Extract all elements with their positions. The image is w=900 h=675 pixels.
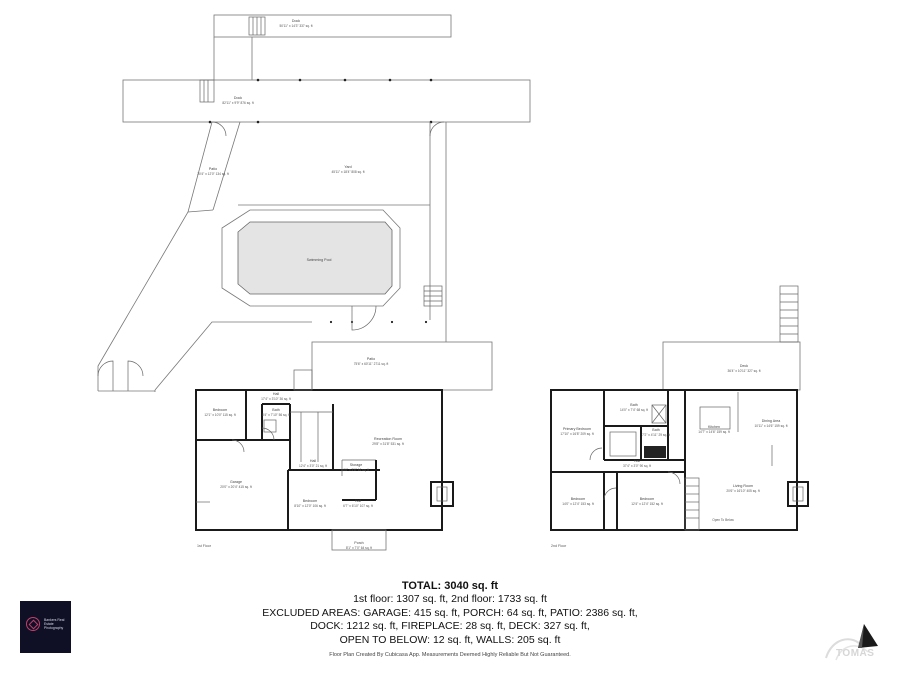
garage-name: Garage [230, 480, 242, 484]
kitchen-dims: 14'7" x 14'6" 159 sq. ft [698, 430, 730, 434]
bedroom2-name: Bedroom [303, 499, 318, 503]
rec-room-name: Recreation Room [374, 437, 402, 441]
total-area: TOTAL: 3040 sq. ft [401, 580, 499, 592]
second-floor-tag: 2nd Floor [551, 544, 567, 548]
bedroom3-name: Bedroom [571, 497, 586, 501]
dock-top: Dock 50'11" x 14'3" 337 sq. ft [213, 14, 452, 80]
storage-dims: 4'6" x 3'6" 16 sq. ft [343, 468, 369, 472]
deck-name: Deck [740, 364, 748, 368]
open-below-name: Open To Below [712, 518, 734, 522]
patio-main-name: Patio [367, 357, 375, 361]
credit-note: Floor Plan Created By Cubicasa App. Meas… [329, 652, 571, 658]
bedroom3-dims: 14'0" x 12'4" 153 sq. ft [562, 502, 594, 506]
excluded-areas-line3: OPEN TO BELOW: 12 sq. ft, WALLS: 205 sq.… [339, 633, 561, 646]
living-dims: 20'6" x 16'10" 405 sq. ft [726, 489, 759, 493]
porch-name: Porch [354, 541, 363, 545]
dining-name: Dining Area [762, 419, 781, 423]
yard-name: Yard [344, 165, 351, 169]
floor-areas: 1st floor: 1307 sq. ft, 2nd floor: 1733 … [353, 593, 547, 605]
dock-main-dims: 82'11" x 9'9" 876 sq. ft [222, 101, 253, 105]
porch-dims: 8'1" x 7'0" 64 sq. ft [346, 546, 372, 550]
swimming-pool: Swimming Pool [221, 209, 401, 331]
bath2-name: Bath [630, 403, 637, 407]
yard-dims: 45'11" x 18'4" 808 sq. ft [331, 170, 364, 174]
bedroom4-dims: 12'4" x 12'4" 152 sq. ft [631, 502, 663, 506]
primary-bedroom-dims: 17'10" x 16'8" 209 sq. ft [560, 432, 593, 436]
hall1-name: Hall [273, 392, 279, 396]
living-name: Living Room [733, 484, 753, 488]
hall3-dims: 6'7" x 6'10" 107 sq. ft [343, 504, 373, 508]
watermark-text: TOMAS [836, 648, 875, 659]
hall2-name: Hall [310, 459, 316, 463]
patio-left-name: Patio [209, 167, 217, 171]
bath1-dims: 8'4" x 7'10" 56 sq. ft [262, 413, 290, 417]
dock-top-name: Dock [292, 19, 300, 23]
rec-room-dims: 29'8" x 31'8" 531 sq. ft [372, 442, 404, 446]
watermark: TOMAS [818, 618, 890, 666]
bath3-name: Bath [652, 428, 659, 432]
second-floor: Deck 36'4" x 10'11" 327 sq. ft Bath 14'0… [550, 285, 809, 548]
patio-left-dims: 20'4" x 12'0" 134 sq. ft [197, 172, 229, 176]
hall2-dims: 12'4" x 3'0" 21 sq. ft [299, 464, 327, 468]
pool-name: Swimming Pool [307, 258, 332, 262]
bath1-name: Bath [272, 408, 279, 412]
dock-top-dims: 50'11" x 14'3" 337 sq. ft [279, 24, 312, 28]
garage-dims: 20'0" x 20'4" 415 sq. ft [220, 485, 252, 489]
logo-mark-icon [26, 617, 40, 631]
hall4-dims: 37'4" x 3'0" 90 sq. ft [623, 464, 651, 468]
deck-dims: 36'4" x 10'11" 327 sq. ft [727, 369, 760, 373]
bedroom2-dims: 8'10" x 12'0" 106 sq. ft [294, 504, 326, 508]
compass-icon [825, 624, 878, 661]
bedroom1-name: Bedroom [213, 408, 228, 412]
area-summary: TOTAL: 3040 sq. ft 1st floor: 1307 sq. f… [0, 579, 900, 647]
hall1-dims: 17'4" x 3'10" 36 sq. ft [261, 397, 291, 401]
hall3-name: Hall [355, 499, 361, 503]
dining-dims: 10'11" x 14'6" 159 sq. ft [754, 424, 787, 428]
bath3-dims: 7'2" x 4'11" 29 sq. ft [642, 433, 670, 437]
patio-main-dims: 75'6" x 60'11" 2711 sq. ft [354, 362, 389, 366]
bedroom1-dims: 12'1" x 10'0" 115 sq. ft [204, 413, 235, 417]
first-floor-tag: 1st Floor [197, 544, 212, 548]
hall4-name: Hall [634, 459, 640, 463]
first-floor: Bedroom 12'1" x 10'0" 115 sq. ft Hall 17… [195, 369, 454, 551]
primary-bedroom-name: Primary Bedroom [563, 427, 591, 431]
excluded-areas-line1: EXCLUDED AREAS: GARAGE: 415 sq. ft, PORC… [262, 606, 638, 619]
excluded-areas-line2: DOCK: 1212 sq. ft, FIREPLACE: 28 sq. ft,… [310, 620, 590, 632]
dock-main: Dock 82'11" x 9'9" 876 sq. ft [122, 78, 531, 124]
storage-name: Storage [350, 463, 363, 467]
photographer-logo: Bankers Real Estate Photography [20, 601, 71, 653]
logo-text: Bankers Real Estate Photography [44, 618, 65, 631]
bedroom4-name: Bedroom [640, 497, 655, 501]
dock-main-name: Dock [234, 96, 242, 100]
yard-area: Patio 20'4" x 12'0" 134 sq. ft Yard 45'1… [97, 121, 447, 392]
kitchen-name: Kitchen [708, 425, 720, 429]
bath2-dims: 14'0" x 7'4" 68 sq. ft [620, 408, 648, 412]
patio-main: Patio 75'6" x 60'11" 2711 sq. ft [311, 341, 493, 391]
